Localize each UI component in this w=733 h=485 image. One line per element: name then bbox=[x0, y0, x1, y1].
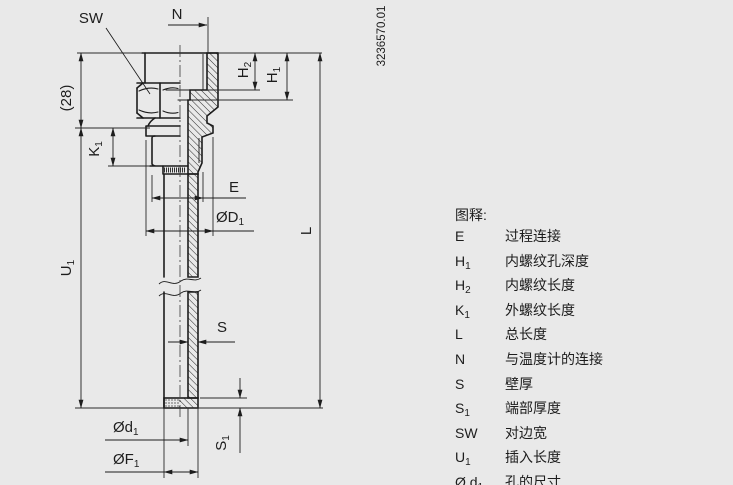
thread-relief-teeth bbox=[164, 167, 185, 173]
legend-item-d1-bore: Ø d1孔的尺寸 bbox=[455, 473, 561, 485]
dimension-lines bbox=[78, 22, 323, 475]
dim-label-u1: U1 bbox=[58, 259, 77, 276]
dim-label-k1: K1 bbox=[86, 141, 105, 157]
dim-label-sw: SW bbox=[79, 10, 104, 27]
dim-label-s1: S1 bbox=[213, 435, 232, 451]
dim-label-e: E bbox=[229, 179, 239, 196]
dim-label-n: N bbox=[172, 6, 183, 23]
sw-leader-line bbox=[105, 27, 151, 95]
legend-title: 图释: bbox=[455, 207, 487, 223]
thermowell-outline bbox=[136, 52, 219, 409]
section-hatch-areas bbox=[187, 52, 219, 399]
dim-label-s: S bbox=[217, 319, 227, 336]
dim-label-d1-bore: Ød1 bbox=[113, 419, 139, 438]
dim-label-h2: H2 bbox=[235, 61, 254, 78]
thread-detail-lines bbox=[198, 54, 204, 163]
dim-label-d1-seal: ØD1 bbox=[216, 209, 245, 228]
dim-label-h1: H1 bbox=[264, 66, 283, 83]
tube-break bbox=[158, 277, 202, 297]
dim-label-l: L bbox=[298, 227, 315, 235]
drawing-number: 3236570.01 bbox=[376, 6, 388, 67]
tube-end-plate bbox=[163, 397, 199, 409]
extension-lines bbox=[75, 17, 323, 478]
dim-label-f1: ØF1 bbox=[113, 451, 140, 470]
dim-label-28: (28) bbox=[58, 85, 75, 112]
